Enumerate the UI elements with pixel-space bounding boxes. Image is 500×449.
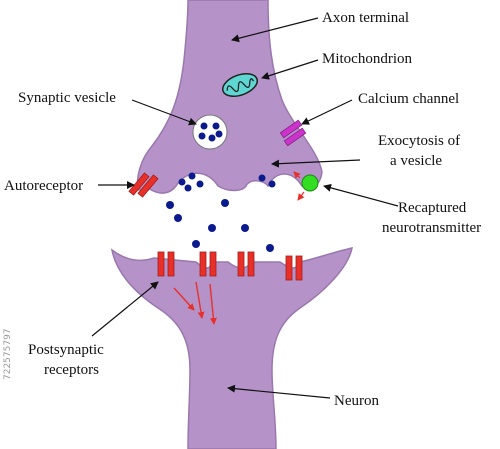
- label-synaptic-vesicle: Synaptic vesicle: [18, 90, 116, 106]
- label-recaptured-line2: neurotransmitter: [382, 220, 481, 236]
- recaptured-neurotransmitter: [301, 174, 319, 192]
- label-axon-terminal: Axon terminal: [322, 10, 409, 26]
- synaptic-vesicle: [192, 114, 228, 150]
- label-recaptured-line1: Recaptured: [398, 200, 467, 216]
- label-neuron: Neuron: [334, 393, 379, 409]
- vesicle-neurotransmitters: [198, 122, 223, 142]
- label-mitochondrion: Mitochondrion: [322, 51, 412, 67]
- label-exocytosis-line2: a vesicle: [390, 153, 442, 169]
- label-calcium-channel: Calcium channel: [358, 91, 459, 107]
- label-exocytosis-line1: Exocytosis of: [378, 133, 460, 149]
- exocytosis-vesicles: [178, 172, 276, 192]
- calcium-channel: [279, 119, 307, 147]
- postsynaptic-receptors: [157, 251, 303, 281]
- label-pointers: [91, 17, 399, 399]
- signal-arrows: [173, 281, 217, 325]
- watermark-stock-id: 722575797: [3, 328, 13, 380]
- label-postsynaptic-line1: Postsynaptic: [28, 342, 104, 358]
- label-postsynaptic-line2: receptors: [44, 362, 99, 378]
- mitochondrion: [221, 73, 259, 97]
- label-autoreceptor: Autoreceptor: [4, 178, 83, 194]
- postsynaptic-neuron-shape: [110, 247, 353, 449]
- reuptake-arrows: [293, 171, 305, 201]
- autoreceptor: [128, 172, 159, 198]
- cleft-neurotransmitters: [166, 199, 274, 252]
